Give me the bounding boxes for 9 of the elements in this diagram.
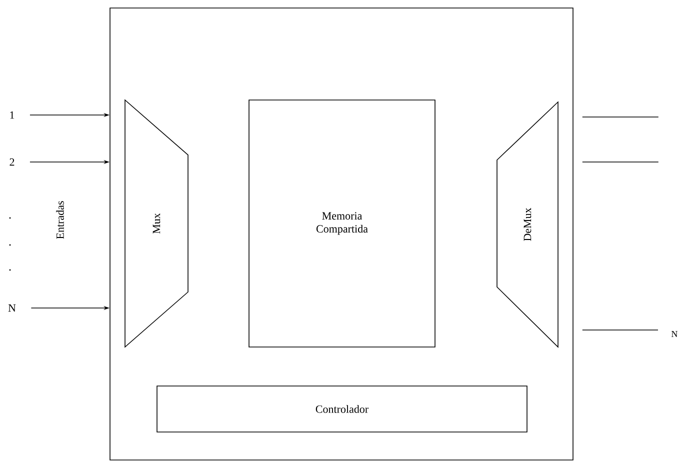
side-label: Entradas [56,201,64,239]
input-label: N [8,304,16,312]
line [582,116,659,118]
input-label: 2 [10,158,14,166]
controller-box: Controlador [156,386,528,432]
input-label: 1 [10,111,14,119]
memory-box: Memoria Compartida [248,100,436,348]
output-label: N [671,331,678,337]
outer-box [110,8,574,460]
